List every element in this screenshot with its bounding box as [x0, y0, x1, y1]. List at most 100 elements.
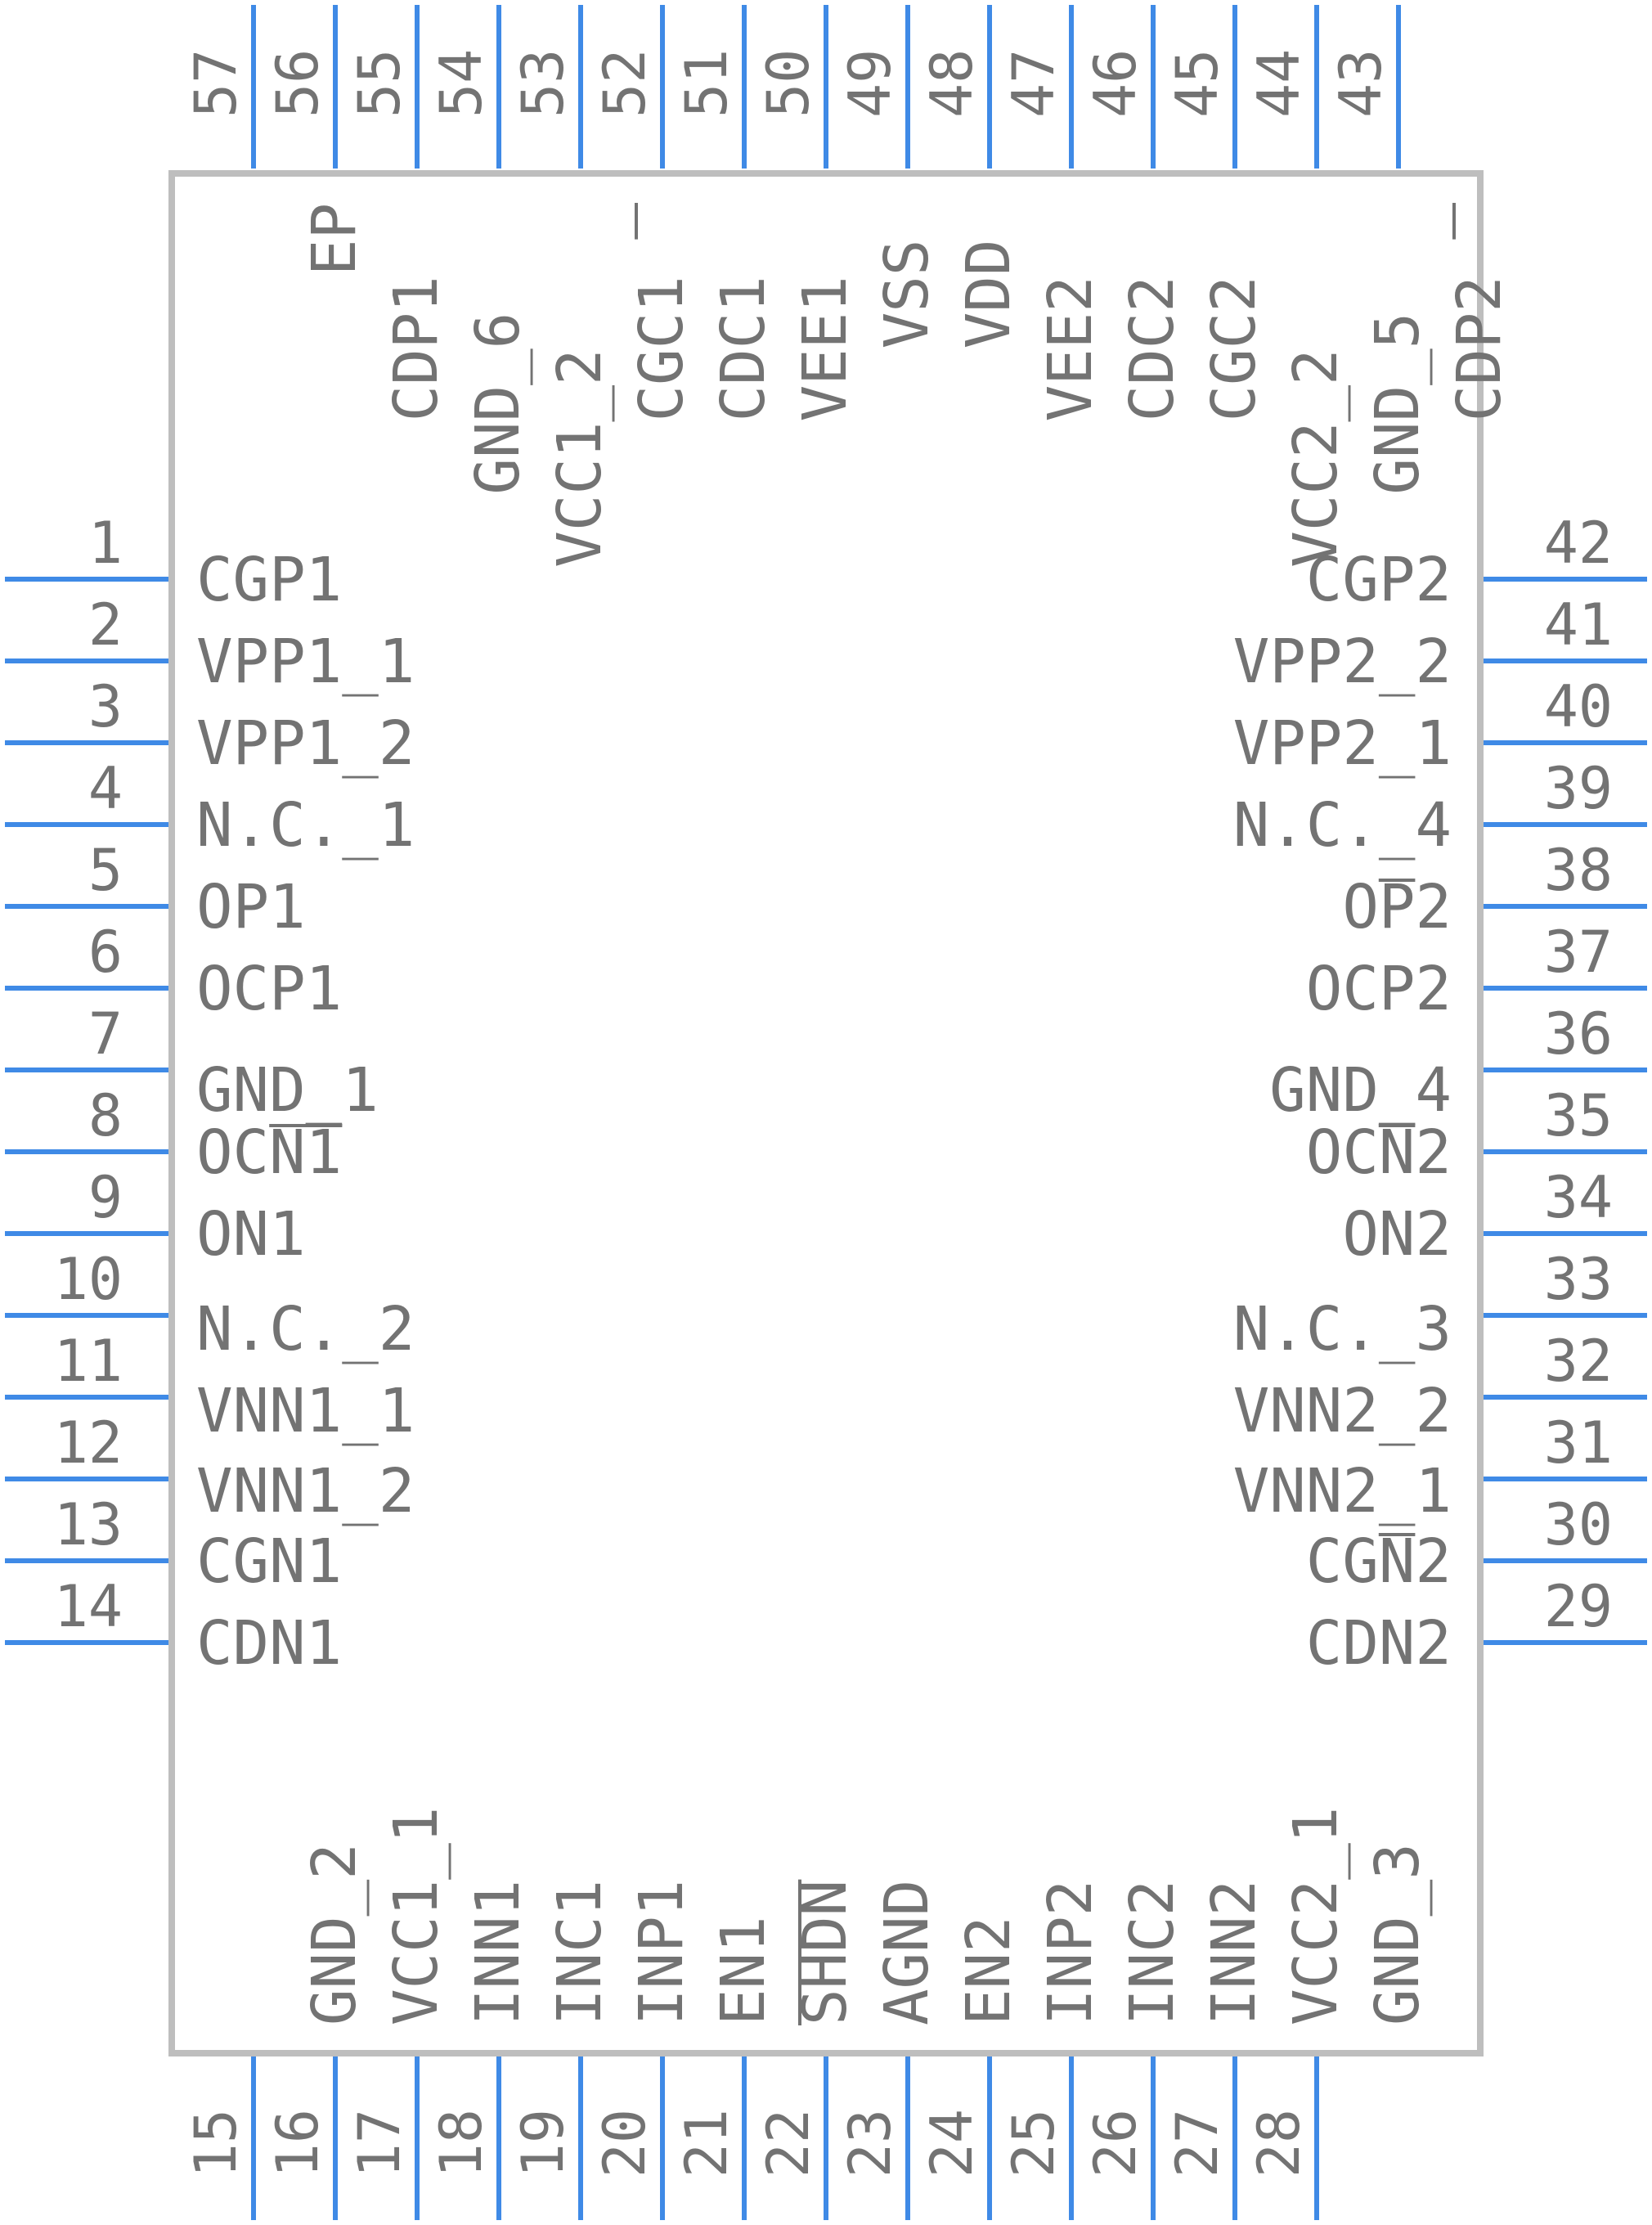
pin-label-vnn1-1: VNN1_1: [196, 1376, 415, 1446]
pin-number-5: 5: [88, 837, 123, 904]
pin-number-37: 37: [1544, 919, 1613, 986]
pin-number-19: 19: [510, 2109, 577, 2178]
pin-label-vcc2-2: VCC2_2: [1281, 348, 1351, 567]
pin-label-vpp1-1: VPP1_1: [196, 627, 415, 697]
pin-label-vcc2-1: VCC2_1: [1281, 1807, 1351, 2025]
pin-number-28: 28: [1246, 2109, 1313, 2178]
pin-label-vss: VSS: [872, 240, 942, 349]
pin-label-agnd: AGND: [872, 1880, 942, 2025]
pin-number-8: 8: [88, 1082, 123, 1149]
pin-number-22: 22: [755, 2109, 822, 2178]
pin-number-35: 35: [1544, 1082, 1613, 1149]
pin-label-n-c-3: N.C._3: [1233, 1294, 1452, 1364]
pin-number-23: 23: [837, 2109, 904, 2178]
pin-label-cdc1: CDC1: [708, 276, 779, 421]
pin-label-n-c-2: N.C._2: [196, 1294, 415, 1364]
pin-label-en2: EN2: [954, 1916, 1024, 2025]
pin-number-50: 50: [755, 49, 822, 118]
pin-number-21: 21: [673, 2109, 740, 2178]
pin-number-27: 27: [1164, 2109, 1231, 2178]
pin-number-9: 9: [88, 1164, 123, 1231]
pin-label-shdn: SHDN: [790, 1880, 860, 2025]
pin-label-en1: EN1: [708, 1916, 779, 2025]
pin-label-cgp2: CGP2: [1306, 545, 1452, 615]
pin-label-cgn1: CGN1: [196, 1526, 342, 1597]
pin-label-vcc1-1: VCC1_1: [381, 1807, 451, 2025]
pin-label-vee1: VEE1: [790, 276, 860, 421]
pin-label-vcc1-2: VCC1_2: [545, 348, 615, 567]
component-body: [168, 170, 1484, 2056]
pin-label-ocn2: OCN2: [1306, 1117, 1452, 1188]
pin-number-29: 29: [1544, 1573, 1613, 1640]
pin-number-7: 7: [88, 1000, 123, 1068]
pin-number-20: 20: [591, 2109, 658, 2178]
pin-number-51: 51: [673, 49, 740, 118]
pin-number-1: 1: [88, 510, 123, 577]
pin-number-52: 52: [591, 49, 658, 118]
pin-number-43: 43: [1327, 49, 1394, 118]
pin-label-gnd-4: GND_4: [1269, 1055, 1452, 1126]
pin-label-cgc2: CGC2: [1199, 276, 1269, 421]
pin-number-47: 47: [1000, 49, 1067, 118]
pin-label-vpp2-1: VPP2_1: [1233, 708, 1452, 779]
pin-label-inn1: INN1: [463, 1880, 533, 2025]
pin-number-41: 41: [1544, 591, 1613, 659]
pin-number-6: 6: [88, 919, 123, 986]
pin-label-vee2: VEE2: [1035, 276, 1106, 421]
pin-number-3: 3: [88, 673, 123, 740]
pin-label-cdn2: CDN2: [1306, 1608, 1452, 1679]
pin-label-inc2: INC2: [1117, 1880, 1187, 2025]
pin-number-14: 14: [54, 1573, 123, 1640]
pin-label-vnn2-2: VNN2_2: [1233, 1376, 1452, 1446]
pin-label-gnd-3: GND_3: [1362, 1843, 1433, 2025]
pin-number-13: 13: [54, 1491, 123, 1558]
pin-label-vpp1-2: VPP1_2: [196, 708, 415, 779]
pin-label-cgc1: CGC1: [626, 276, 697, 421]
pin-number-56: 56: [264, 49, 331, 118]
pin-number-46: 46: [1082, 49, 1149, 118]
pin-label-vnn2-1: VNN2_1: [1233, 1456, 1452, 1526]
pin-number-42: 42: [1544, 510, 1613, 577]
pin-label-cgp1: CGP1: [196, 545, 342, 615]
pin-number-17: 17: [346, 2109, 413, 2178]
pin-label-vpp2-2: VPP2_2: [1233, 627, 1452, 697]
pin-number-55: 55: [346, 49, 413, 118]
pin-number-45: 45: [1164, 49, 1231, 118]
pin-label-gnd-6: GND_6: [463, 312, 533, 495]
pin-number-36: 36: [1544, 1000, 1613, 1068]
pin-label-ep: EP: [299, 203, 370, 276]
pin-number-12: 12: [54, 1409, 123, 1477]
pin-label-ocp1: OCP1: [196, 954, 342, 1024]
pin-label-n-c-4: N.C._4: [1233, 790, 1452, 861]
pin-label-cdn1: CDN1: [196, 1608, 342, 1679]
pin-label-inp1: INP1: [626, 1880, 697, 2025]
pin-label-inn2: INN2: [1199, 1880, 1269, 2025]
pin-number-15: 15: [182, 2109, 249, 2178]
pin-label-cdp1: CDP1: [381, 276, 451, 421]
pin-label-op2: OP2: [1342, 872, 1452, 942]
right-pin-group: 42CGP241VPP2_240VPP2_139N.C._438OP237OCP…: [1233, 510, 1647, 1679]
pin-label-inp2: INP2: [1035, 1880, 1106, 2025]
left-pin-group: 1CGP12VPP1_13VPP1_24N.C._15OP16OCP17GND_…: [5, 510, 415, 1679]
pin-number-53: 53: [510, 49, 577, 118]
pin-label-gnd-5: GND_5: [1362, 312, 1433, 495]
pin-number-40: 40: [1544, 673, 1613, 740]
pin-label-ocp2: OCP2: [1306, 954, 1452, 1024]
pin-number-44: 44: [1246, 49, 1313, 118]
pin-number-30: 30: [1544, 1491, 1613, 1558]
pin-number-54: 54: [428, 49, 495, 118]
pin-label-vdd: VDD: [954, 240, 1024, 349]
pin-label-gnd-1: GND_1: [196, 1055, 379, 1126]
pin-number-16: 16: [264, 2109, 331, 2178]
pin-number-39: 39: [1544, 755, 1613, 822]
pin-number-57: 57: [182, 49, 249, 118]
pin-label-inc1: INC1: [545, 1880, 615, 2025]
pin-number-26: 26: [1082, 2109, 1149, 2178]
pin-number-34: 34: [1544, 1164, 1613, 1231]
pin-number-10: 10: [54, 1246, 123, 1313]
pin-number-31: 31: [1544, 1409, 1613, 1477]
pin-number-33: 33: [1544, 1246, 1613, 1313]
pin-number-24: 24: [918, 2109, 985, 2178]
